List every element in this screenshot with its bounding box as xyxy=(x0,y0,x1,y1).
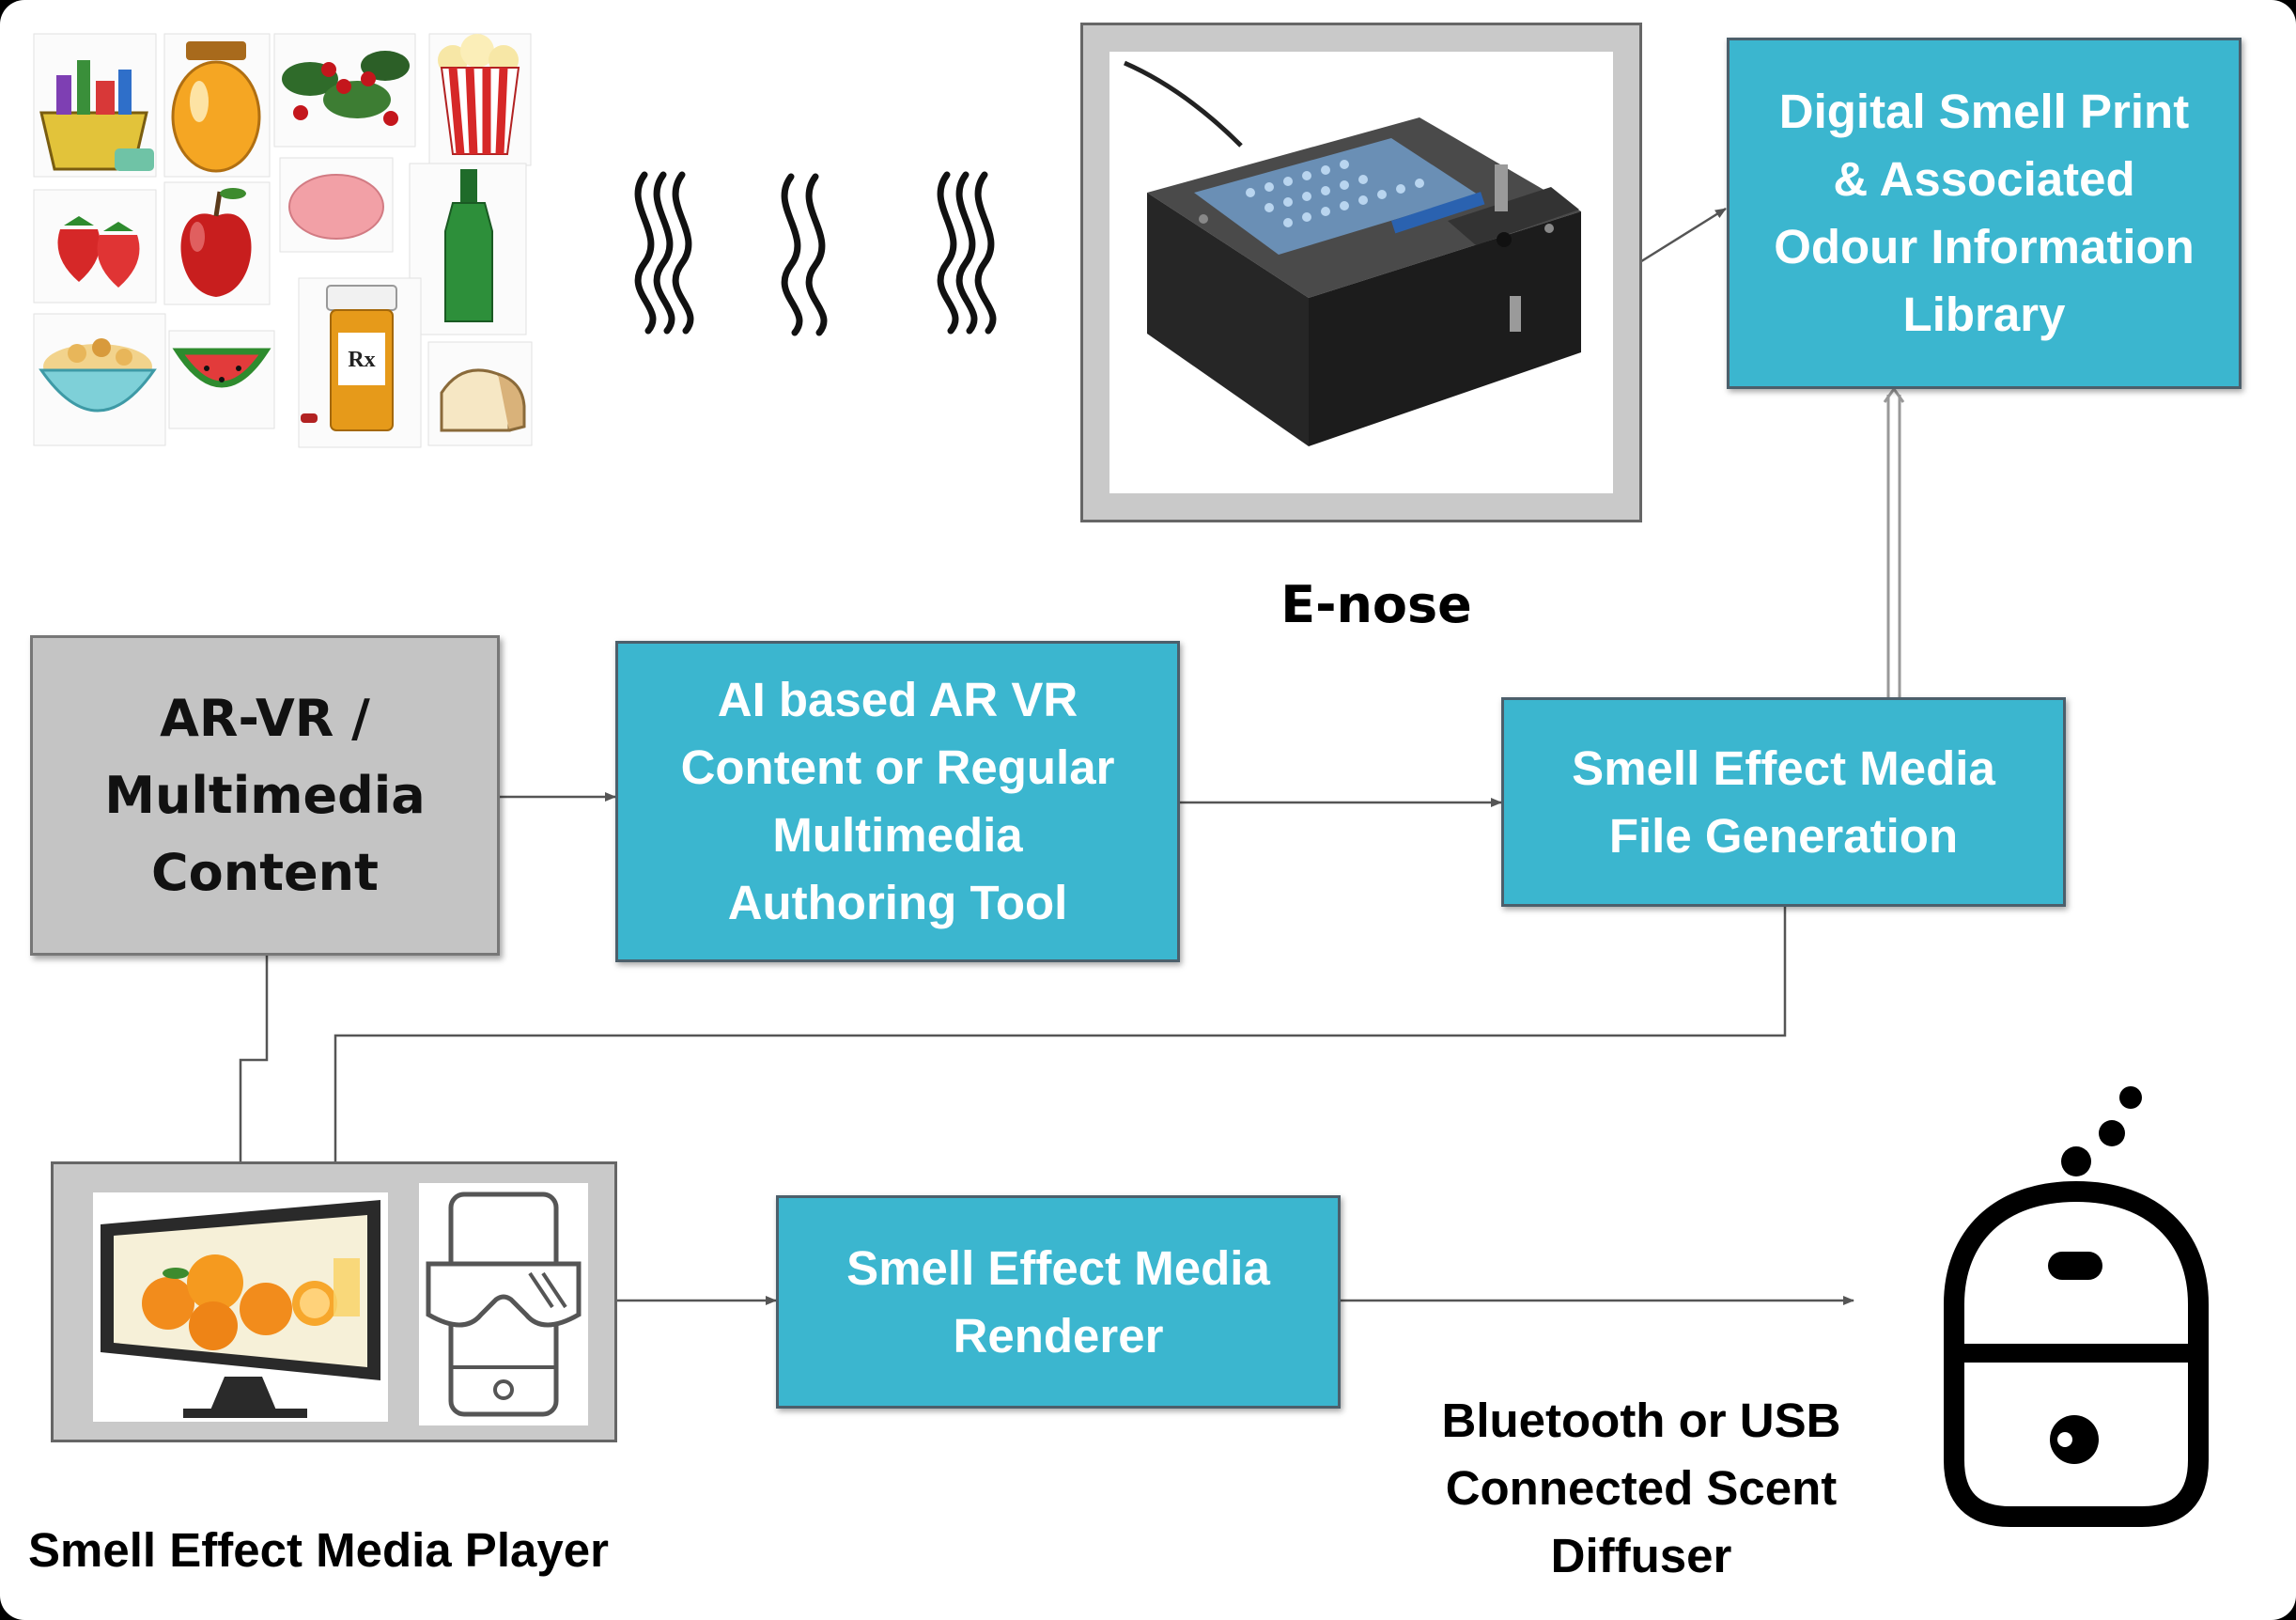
smell-waves-icon xyxy=(620,158,1024,336)
enose-device-photo xyxy=(1109,52,1613,493)
soap-icon xyxy=(279,157,394,253)
odour-library-node: Digital Smell Print & Associated Odour I… xyxy=(1727,38,2242,389)
honey-jar-icon xyxy=(163,33,271,178)
watermelon-icon xyxy=(168,330,275,429)
popcorn-icon xyxy=(428,33,532,166)
basket-icon xyxy=(33,33,157,178)
scent-diffuser-icon xyxy=(1916,1071,2236,1541)
bottle-icon xyxy=(409,163,527,335)
renderer-node: Smell Effect Media Renderer xyxy=(776,1195,1341,1409)
scent-diffuser-label: Bluetooth or USB Connected Scent Diffuse… xyxy=(1441,1394,1841,1582)
cereal-bowl-icon xyxy=(33,313,166,446)
file-generation-node: Smell Effect Media File Generation xyxy=(1501,697,2066,907)
holly-icon xyxy=(273,33,416,148)
odour-sources-collage: Rx xyxy=(28,32,535,455)
apple-icon xyxy=(163,181,271,305)
multimedia-content-node: AR-VR / Multimedia Content xyxy=(30,635,500,956)
media-player-label: Smell Effect Media Player xyxy=(28,1523,609,1577)
media-player-frame xyxy=(51,1161,617,1442)
enose-label: E-nose xyxy=(1280,575,1472,634)
rx-label: Rx xyxy=(348,348,375,372)
vr-phone-icon xyxy=(419,1183,588,1425)
strawberries-icon xyxy=(33,189,157,304)
monitor-oranges-icon xyxy=(93,1192,388,1422)
enose-photo-frame xyxy=(1080,23,1642,522)
connector-library-arrowhead xyxy=(1883,386,1905,403)
pill-bottle-icon: Rx xyxy=(298,277,422,448)
connector-content-to-player xyxy=(239,956,269,1161)
authoring-tool-node: AI based AR VR Content or Regular Multim… xyxy=(615,641,1180,962)
bread-icon xyxy=(427,341,533,446)
